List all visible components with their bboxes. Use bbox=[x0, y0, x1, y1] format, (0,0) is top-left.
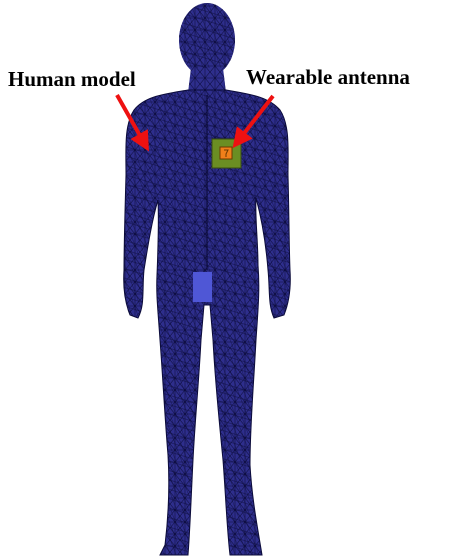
crotch-patch bbox=[193, 272, 212, 302]
wearable-antenna-label: Wearable antenna bbox=[246, 65, 410, 89]
human-model-label: Human model bbox=[8, 67, 136, 91]
